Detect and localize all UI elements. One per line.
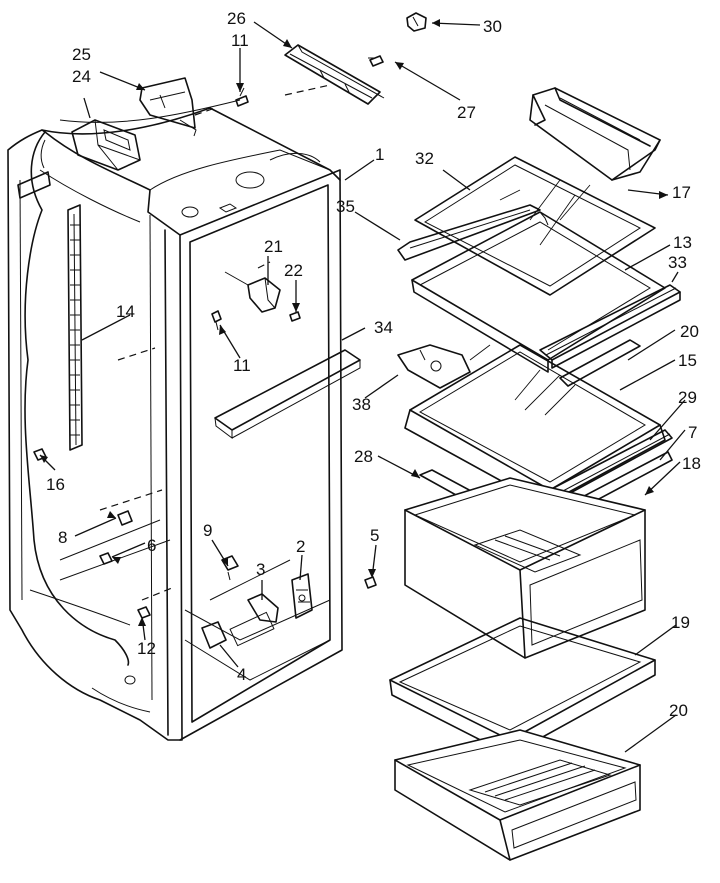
part-32-glass-shelf (414, 156, 656, 296)
arrowheads (40, 19, 668, 626)
callout-32: 32 (415, 149, 434, 168)
part-26-rail (284, 44, 385, 105)
part-35-rail (397, 204, 541, 261)
part-17-bin (529, 87, 661, 181)
callout-11-middle: 11 (233, 356, 251, 375)
callout-3: 3 (256, 560, 265, 579)
part-38-bracket (397, 344, 471, 389)
part-23-screw (289, 311, 301, 322)
part-27-screw (368, 55, 384, 67)
callout-14: 14 (116, 302, 135, 321)
part-19-crisper-drawer (404, 477, 646, 659)
callout-34: 34 (374, 318, 393, 337)
callout-18: 19 (671, 613, 690, 632)
callout-29: 29 (678, 388, 697, 407)
part-3-bracket (247, 593, 279, 623)
callout-22: 21 (264, 237, 283, 256)
callout-38: 38 (352, 395, 371, 414)
callout-15: 15 (678, 351, 697, 370)
callout-35: 35 (336, 197, 355, 216)
callout-13: 13 (673, 233, 692, 252)
callout-12: 12 (137, 639, 156, 658)
callout-33: 33 (668, 253, 687, 272)
callout-2: 2 (296, 537, 305, 556)
part-30-clip (406, 12, 427, 32)
part-6-clip (99, 552, 113, 565)
part-34-shelf-rail (214, 349, 361, 439)
callout-1: 1 (375, 145, 384, 164)
part-24-light-housing (71, 119, 141, 171)
part-33-rail (539, 284, 681, 369)
part-11-screw-top (235, 87, 249, 107)
part-25-bracket (139, 77, 197, 137)
callout-21: 20 (680, 322, 699, 341)
part-20-drawer (394, 729, 641, 861)
callout-16: 16 (46, 475, 65, 494)
part-2-hinge-bracket (291, 573, 313, 619)
callout-24: 24 (72, 67, 91, 86)
callout-6: 6 (147, 536, 156, 555)
callout-27: 27 (457, 103, 476, 122)
callout-25: 25 (72, 45, 91, 64)
part-4-light-socket (201, 621, 227, 649)
part-21-trim (559, 339, 641, 387)
part-8-clip (117, 510, 133, 526)
part-22-bracket (224, 271, 281, 313)
callout-5: 5 (370, 526, 379, 545)
callout-23: 22 (284, 261, 303, 280)
callout-8: 8 (58, 528, 67, 547)
callout-9: 9 (203, 521, 212, 540)
part-11-screw-middle (211, 310, 222, 331)
callout-20: 20 (669, 701, 688, 720)
callout-7: 7 (688, 423, 697, 442)
part-5-screw (364, 576, 377, 589)
part-9-clip (221, 555, 239, 581)
callout-26: 26 (227, 9, 246, 28)
callout-11-top: 11 (231, 31, 249, 50)
callout-4: 4 (237, 665, 246, 684)
callout-17: 17 (672, 183, 691, 202)
cabinet-liner (7, 99, 343, 741)
callout-28: 28 (354, 447, 373, 466)
callout-30: 30 (483, 17, 502, 36)
callout-19: 18 (682, 454, 701, 473)
callout-labels: 30 26 11 25 24 27 1 32 17 35 13 21 33 22… (46, 9, 701, 720)
part-12-clip (137, 606, 151, 619)
